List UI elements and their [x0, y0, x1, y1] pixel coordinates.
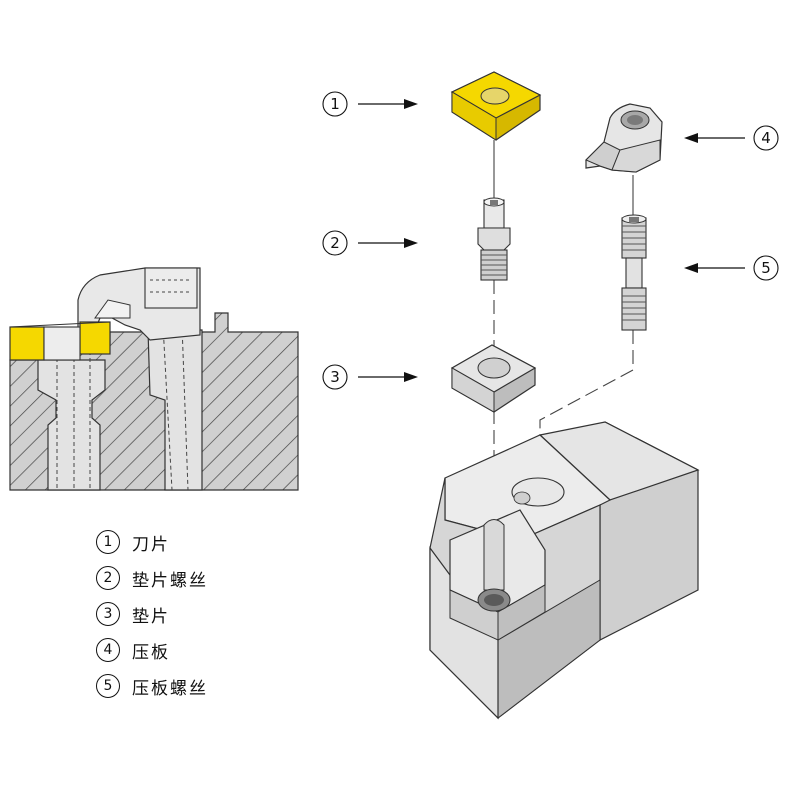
legend-item-4: 4 压板	[96, 632, 356, 668]
legend-item-5: 5 压板螺丝	[96, 668, 356, 704]
callout-3: 3	[322, 364, 418, 390]
part-2-shim-screw	[477, 197, 511, 281]
clamp-screw-head	[144, 267, 198, 309]
legend-number: 4	[96, 638, 120, 662]
callout-1-number: 1	[330, 95, 340, 113]
shim-screw-hole	[483, 519, 505, 591]
legend-item-2: 2 垫片螺丝	[96, 560, 356, 596]
cross-section-view	[9, 267, 299, 491]
legend-number: 1	[96, 530, 120, 554]
legend-item-1: 1 刀片	[96, 524, 356, 560]
assembly-axes	[493, 140, 634, 600]
callout-2: 2	[322, 230, 418, 256]
tool-holder-body	[429, 421, 700, 720]
callout-5: 5	[684, 255, 779, 281]
legend-number: 3	[96, 602, 120, 626]
part-1-insert	[450, 71, 542, 141]
callout-4: 4	[684, 125, 779, 151]
insert-hole-section	[43, 326, 81, 361]
legend-label: 压板螺丝	[132, 678, 208, 699]
legend-label: 压板	[132, 642, 170, 663]
part-5-clamp-screw	[621, 214, 647, 331]
callout-4-number: 4	[761, 129, 771, 147]
callout-3-number: 3	[330, 368, 340, 386]
callout-2-number: 2	[330, 234, 340, 252]
parts-legend: 1 刀片 2 垫片螺丝 3 垫片 4 压板 5 压板螺丝	[96, 524, 356, 704]
clamp-screw-section	[147, 329, 203, 491]
part-3-shim	[450, 344, 537, 413]
part-4-clamp	[585, 103, 663, 173]
insert-section-right	[79, 321, 111, 355]
legend-number: 2	[96, 566, 120, 590]
shim-screw-section	[37, 359, 106, 491]
legend-label: 垫片	[132, 606, 170, 627]
exploded-view: 1 2 3 4 5	[322, 71, 779, 720]
legend-item-3: 3 垫片	[96, 596, 356, 632]
legend-label: 刀片	[132, 534, 170, 555]
callout-5-number: 5	[761, 259, 771, 277]
insert-section-left	[9, 326, 45, 361]
legend-label: 垫片螺丝	[132, 570, 208, 591]
legend-number: 5	[96, 674, 120, 698]
callout-1: 1	[322, 91, 418, 117]
shim-screw-hidden-lines	[56, 330, 91, 490]
